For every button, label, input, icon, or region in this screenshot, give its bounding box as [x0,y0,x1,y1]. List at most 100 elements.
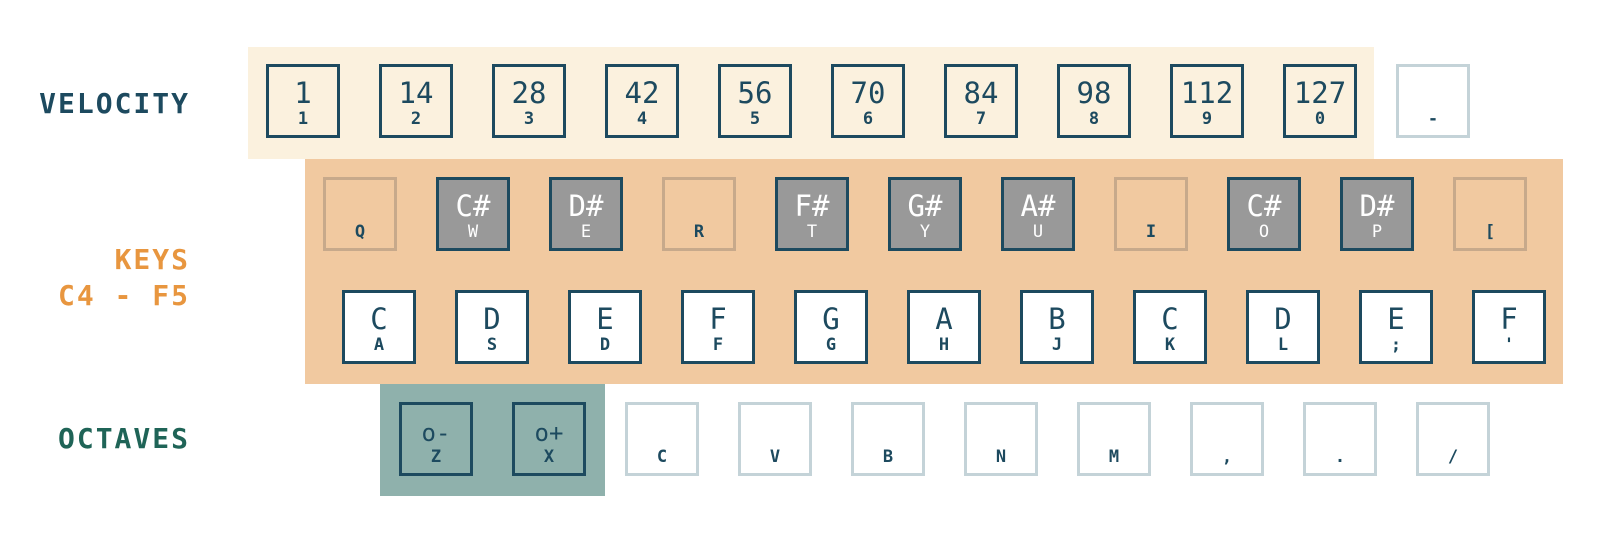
keyboard-key: U [1032,222,1044,242]
note-label: F [709,302,727,336]
piano-key-g-sharp[interactable]: G#Y [888,177,962,251]
keyboard-key: 4 [636,109,648,129]
unused-key-c[interactable]: C [625,402,699,476]
note-label: D [483,302,501,336]
keyboard-key: 6 [862,109,874,129]
keyboard-key: T [806,222,818,242]
keyboard-key: E [580,222,592,242]
piano-key-c-sharp[interactable]: C#W [436,177,510,251]
keyboard-key: D [599,335,611,355]
keyboard-key: X [543,447,555,467]
keyboard-key: 9 [1201,109,1213,129]
note-label: E [596,302,614,336]
note-label: C# [455,189,491,223]
piano-key-f-sharp[interactable]: F#T [775,177,849,251]
unused-key-v[interactable]: V [738,402,812,476]
note-label: D# [568,189,604,223]
key-gap-r: R [662,177,736,251]
keyboard-key: 8 [1088,109,1100,129]
note-label: A# [1020,189,1056,223]
keyboard-key: - [1427,109,1439,129]
keyboard-key: 5 [749,109,761,129]
keyboard-key: S [486,335,498,355]
velocity-value: 84 [963,76,999,110]
keyboard-key: 7 [975,109,987,129]
piano-key-f-high[interactable]: F' [1472,290,1546,364]
keyboard-key: N [995,447,1007,467]
keyboard-key: Q [354,222,366,242]
keyboard-key: V [769,447,781,467]
keyboard-key: Z [430,447,442,467]
velocity-value: 112 [1180,76,1234,110]
unused-key-b[interactable]: B [851,402,925,476]
velocity-value: 14 [398,76,434,110]
keyboard-key: K [1164,335,1176,355]
keyboard-key: 2 [410,109,422,129]
velocity-value: 42 [624,76,660,110]
keyboard-key: , [1221,447,1233,467]
note-label: C [1161,302,1179,336]
keyboard-key: R [693,222,705,242]
note-label: F# [794,189,830,223]
keyboard-key: A [373,335,385,355]
velocity-value: 56 [737,76,773,110]
key-gap-q: Q [323,177,397,251]
keyboard-key: L [1277,335,1289,355]
keyboard-key: 3 [523,109,535,129]
octave-down-button[interactable]: o-Z [399,402,473,476]
note-label: B [1048,302,1066,336]
velocity-value: 127 [1293,76,1347,110]
note-label: F [1500,302,1518,336]
octave-up-button[interactable]: o+X [512,402,586,476]
keyboard-key: F [712,335,724,355]
piano-key-e-high[interactable]: E; [1359,290,1433,364]
note-label: D# [1359,189,1395,223]
keyboard-key: Y [919,222,931,242]
velocity-key-empty[interactable]: - [1396,64,1470,138]
unused-key-n[interactable]: N [964,402,1038,476]
unused-key-slash[interactable]: / [1416,402,1490,476]
octave-label: o- [421,419,451,447]
keyboard-key: W [467,222,479,242]
keys-label: KEYS C4 - F5 [57,243,190,312]
keyboard-key: O [1258,222,1270,242]
piano-key-a-sharp[interactable]: A#U [1001,177,1075,251]
keyboard-key: M [1108,447,1120,467]
octaves-label: OCTAVES [57,422,190,455]
velocity-label: VELOCITY [39,87,190,120]
piano-key-d-sharp-high[interactable]: D#P [1340,177,1414,251]
keyboard-key: ; [1390,335,1402,355]
note-label: D [1274,302,1292,336]
unused-key-m[interactable]: M [1077,402,1151,476]
velocity-value: 28 [511,76,547,110]
piano-key-c-sharp-high[interactable]: C#O [1227,177,1301,251]
velocity-value: 1 [294,76,312,110]
key-gap-bracket: [ [1453,177,1527,251]
keyboard-key: J [1051,335,1063,355]
unused-key-comma[interactable]: , [1190,402,1264,476]
key-gap-i: I [1114,177,1188,251]
keyboard-key: G [825,335,837,355]
keyboard-key: [ [1484,222,1496,242]
piano-key-d-sharp[interactable]: D#E [549,177,623,251]
unused-key-period[interactable]: . [1303,402,1377,476]
